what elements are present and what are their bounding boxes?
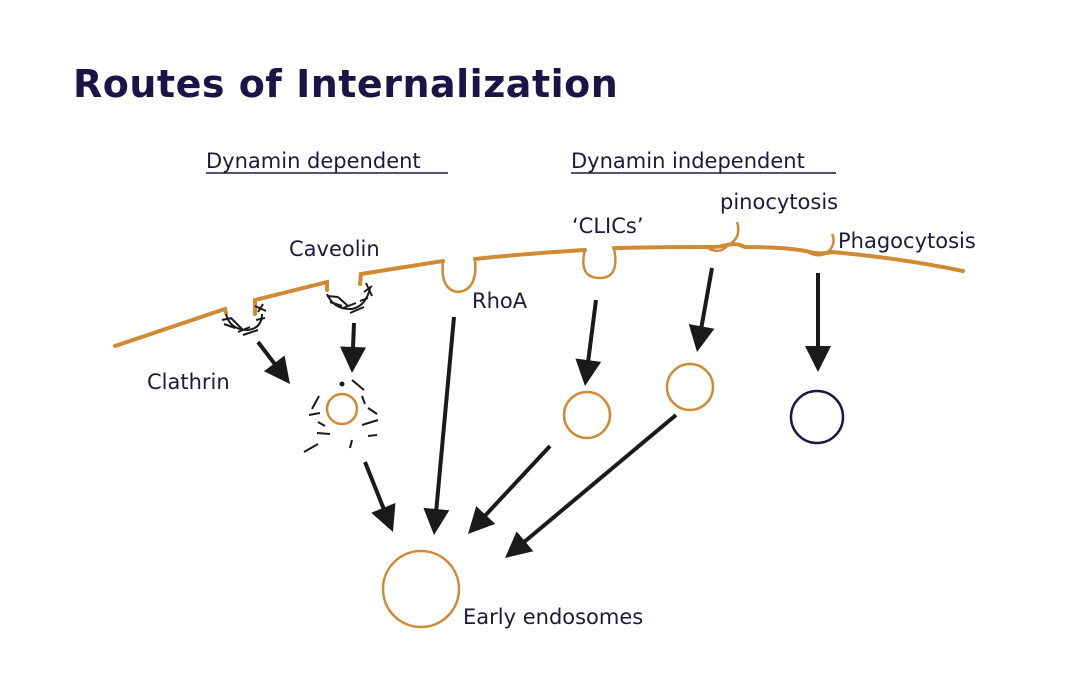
rhoa-invagination [441, 258, 477, 294]
arrow-clics-down [575, 299, 602, 386]
arrow-shaft [256, 340, 278, 367]
label-pinocytosis: pinocytosis [720, 190, 838, 214]
caveolin-coat-icon [326, 282, 373, 314]
arrow-pinocytosis-down [688, 267, 715, 352]
phagosome [789, 389, 845, 445]
arrow-shaft [522, 413, 678, 545]
arrow-clathrin-to-vesicle [256, 340, 290, 384]
clics-invagination [582, 247, 617, 280]
arrow-head-icon [340, 346, 367, 373]
arrow-clics-vesicle-to-endosome [468, 444, 552, 534]
arrow-head-icon [371, 503, 396, 532]
arrow-rhoa-to-endosome [423, 316, 456, 535]
label-phagocytosis: Phagocytosis [838, 229, 976, 253]
arrow-caveolin-to-vesicle [340, 322, 367, 373]
arrow-head-icon [688, 324, 715, 352]
arrow-caveolin-vesicle-to-endosome [363, 461, 396, 532]
arrow-head-icon [468, 506, 496, 534]
arrows [256, 267, 831, 558]
page-title: Routes of Internalization [73, 62, 619, 106]
label-early-endosomes: Early endosomes [463, 605, 643, 629]
header-dynamin-independent: Dynamin independent [571, 149, 805, 173]
arrow-shaft [363, 461, 386, 511]
phagocytosis-cup [805, 233, 835, 257]
coat-fragments-icon [303, 379, 379, 453]
arrow-head-icon [805, 346, 831, 372]
arrow-head-icon [505, 531, 534, 558]
arrow-pinocytosis-vesicle-to-endosome [505, 413, 678, 558]
arrow-shaft [434, 316, 456, 512]
arrow-shaft [699, 267, 714, 329]
label-caveolin: Caveolin [289, 237, 380, 261]
arrow-head-icon [575, 358, 602, 386]
pinocytosis-ruffle [707, 221, 740, 253]
pinocytosis-vesicle [665, 362, 715, 412]
arrow-shaft [482, 444, 552, 518]
arrow-head-icon [263, 355, 290, 384]
arrow-shaft [350, 322, 356, 350]
arrow-head-icon [423, 507, 450, 535]
clathrin-coat-icon [221, 303, 267, 336]
membrane-invaginations [441, 221, 835, 294]
header-dynamin-dependent: Dynamin dependent [206, 149, 421, 173]
caveolin-vesicle [325, 392, 359, 426]
arrow-shaft [586, 299, 598, 363]
clics-vesicle [562, 390, 612, 440]
label-clathrin: Clathrin [147, 370, 230, 394]
early-endosome [381, 549, 461, 629]
label-rhoa: RhoA [472, 289, 528, 313]
label-clics: ‘CLICs’ [572, 214, 644, 238]
arrow-phagocytosis-down [805, 273, 831, 372]
